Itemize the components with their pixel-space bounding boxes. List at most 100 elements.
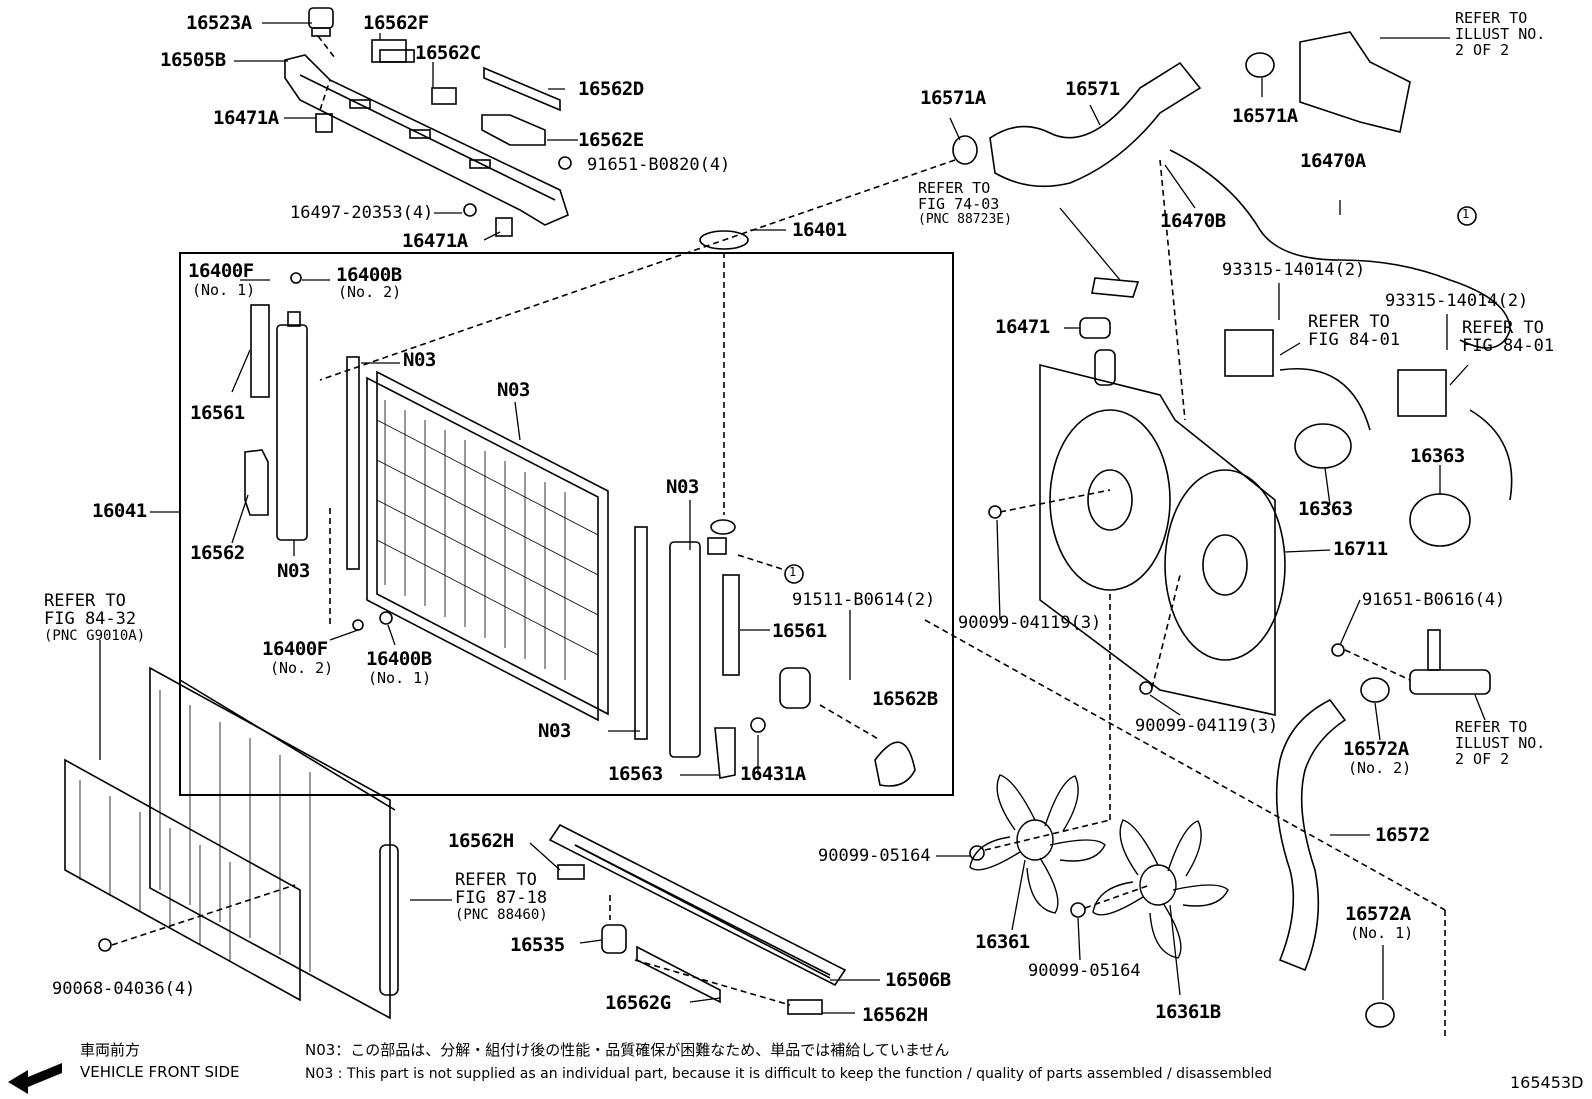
- front-arrow-icon: [8, 1063, 62, 1094]
- bolt-90068-04036: [98, 938, 112, 952]
- label-90099-04119-a: 90099-04119(3): [958, 613, 1102, 633]
- resistor-93315-b: [1397, 369, 1447, 417]
- drain-16400B-top: [290, 272, 302, 284]
- refer-line: REFER TO: [1308, 312, 1390, 332]
- label-16572A-no1-sub: (No. 1): [1350, 924, 1414, 942]
- label-16523A: 16523A: [186, 12, 252, 34]
- refer-illust-top: REFER TO ILLUST NO. 2 OF 2: [1455, 9, 1545, 59]
- motor-16363-b: [1409, 409, 1513, 547]
- refer-line: REFER TO: [1462, 318, 1544, 338]
- nut-90099-05164-b: [1070, 902, 1086, 918]
- label-91651-B0616: 91651-B0616(4): [1362, 590, 1506, 610]
- refer-line: FIG 74-03: [918, 194, 1000, 213]
- label-16471: 16471: [995, 316, 1050, 338]
- clamp-16571A-left: [952, 135, 978, 165]
- oring-16431A: [750, 717, 766, 733]
- label-16561-left: 16561: [190, 402, 245, 424]
- label-16497-20353: 16497-20353(4): [290, 203, 434, 223]
- cushion-16535: [601, 924, 627, 954]
- label-16562D: 16562D: [578, 78, 644, 100]
- refer-line: FIG 87-18: [455, 887, 548, 908]
- seal-N03-right: [634, 526, 648, 740]
- clamp-16572A-no1: [1365, 1002, 1395, 1028]
- refer-line: FIG 84-01: [1308, 329, 1401, 350]
- motor-16363-a: [1279, 368, 1371, 469]
- refer-line: 2 OF 2: [1455, 40, 1510, 59]
- label-93315-14014-a: 93315-14014(2): [1222, 260, 1366, 280]
- nut-90099-05164-a: [969, 845, 985, 861]
- refer-plate-fig74: [1091, 277, 1140, 298]
- label-16562G: 16562G: [605, 992, 671, 1014]
- rubber-16561-left: [250, 304, 270, 398]
- refer-line: FIG 84-32: [44, 608, 137, 629]
- pad-16562E: [481, 114, 546, 146]
- pad-16562D: [483, 66, 561, 112]
- diagram-id: 165453D: [1510, 1073, 1584, 1092]
- label-16400B-lower-sub: (No. 1): [368, 669, 432, 687]
- label-16400F-top: 16400F: [188, 260, 254, 282]
- left-tank: [276, 311, 308, 541]
- pipe-illust-bottom: [1409, 629, 1491, 695]
- pad-16562G: [636, 945, 721, 1004]
- bolt-91651-B0616: [1331, 643, 1345, 657]
- label-90099-05164-a: 90099-05164: [818, 846, 931, 866]
- label-16401: 16401: [792, 219, 847, 241]
- label-16562E: 16562E: [578, 129, 644, 151]
- label-93315-14014-b: 93315-14014(2): [1385, 291, 1529, 311]
- vehicle-front-jp: 車両前方: [80, 1041, 141, 1059]
- inlet-flange: [779, 667, 811, 709]
- label-16562B: 16562B: [872, 688, 938, 710]
- label-16400B-top: 16400B: [336, 264, 402, 286]
- label-N03-d: N03: [666, 476, 699, 498]
- upper-support-bracket: [284, 54, 569, 226]
- marker-circle-1-a: [784, 564, 804, 584]
- label-90068-04036: 90068-04036(4): [52, 979, 196, 999]
- refer-fig74: REFER TO FIG 74-03 (PNC 88723E): [918, 179, 1012, 226]
- label-16041: 16041: [92, 500, 147, 522]
- seal-N03-left: [346, 356, 360, 570]
- label-16361B: 16361B: [1155, 1001, 1221, 1023]
- refer-line: (PNC 88460): [455, 906, 548, 923]
- lower-hose-16572: [1275, 698, 1347, 972]
- label-16471A-upper: 16471A: [213, 107, 279, 129]
- rubber-16561-right: [722, 574, 740, 676]
- refer-line: REFER TO: [1455, 9, 1528, 27]
- fan-16361B: [1092, 819, 1229, 959]
- vehicle-front-en: VEHICLE FRONT SIDE: [80, 1063, 240, 1081]
- clamp-16571A-right: [1245, 52, 1275, 78]
- overflow-hose-16470A: [1169, 149, 1511, 349]
- label-16400F-lower: 16400F: [262, 638, 328, 660]
- drain-16400B-lower: [379, 611, 393, 625]
- receiver-drier: [379, 844, 399, 996]
- cap-16471: [1079, 317, 1111, 339]
- refer-line: (PNC G9010A): [44, 627, 146, 644]
- condenser: [64, 666, 391, 1020]
- refer-line: ILLUST NO.: [1455, 733, 1546, 752]
- label-91651-B0820: 91651-B0820(4): [587, 155, 731, 175]
- label-16561-right: 16561: [772, 620, 827, 642]
- refer-fig84-32: REFER TO FIG 84-32 (PNC G9010A): [44, 592, 146, 644]
- pad-16562F: [371, 39, 415, 63]
- bolt-90099-04119-b: [1139, 681, 1153, 695]
- label-16431A: 16431A: [740, 763, 806, 785]
- radiator-core: [366, 370, 609, 722]
- label-16363-left: 16363: [1298, 498, 1353, 520]
- refer-illust-bottom: REFER TO ILLUST NO. 2 OF 2: [1455, 719, 1546, 767]
- label-16572: 16572: [1375, 824, 1430, 846]
- label-N03-a: N03: [403, 349, 436, 371]
- label-16470B: 16470B: [1160, 210, 1226, 232]
- label-16400F-lower-sub: (No. 2): [270, 659, 334, 677]
- label-16562F: 16562F: [363, 12, 429, 34]
- refer-line: REFER TO: [918, 179, 991, 197]
- label-N03-c: N03: [277, 560, 310, 582]
- pad-16562H-lower: [787, 999, 823, 1015]
- label-16400B-top-sub: (No. 2): [338, 283, 402, 301]
- label-91511-B0614: 91511-B0614(2): [792, 590, 936, 610]
- refer-line: REFER TO: [455, 870, 537, 890]
- radiator-assembly-frame: [179, 252, 954, 796]
- label-16572A-no1: 16572A: [1345, 903, 1411, 925]
- note-N03-en: N03 : This part is not supplied as an in…: [305, 1066, 1272, 1082]
- oring-16400F-lower: [352, 619, 364, 631]
- fan-shroud-16711: [1039, 349, 1286, 716]
